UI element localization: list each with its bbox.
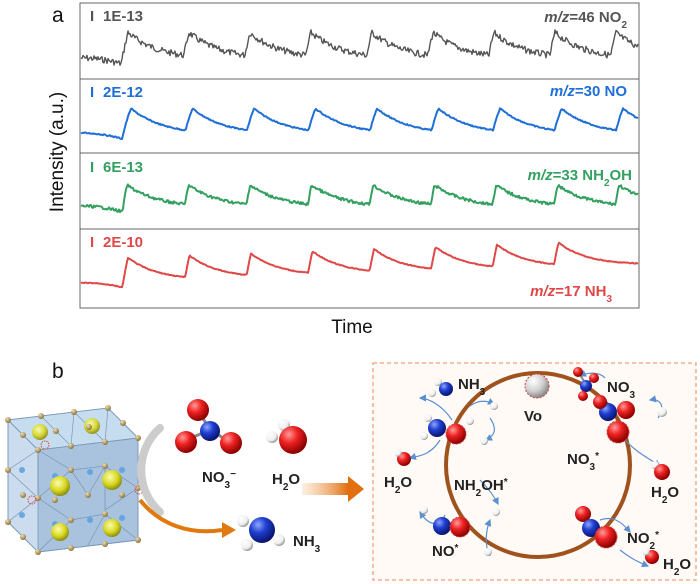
trace-nh3	[80, 241, 639, 289]
adsorbed-no	[420, 506, 500, 556]
series-label-nh3: m/z=17 NH3	[530, 283, 612, 305]
series-label-no: m/z=30 NO	[550, 83, 627, 100]
ammonia-molecule	[237, 515, 285, 551]
adsorbed-no-label: NO*	[432, 543, 459, 561]
x-axis-label: Time	[331, 317, 373, 338]
oxygen-vacancy	[524, 373, 550, 399]
scale-label-nh2oh: 6E-13	[103, 159, 143, 176]
panel-a-label: a	[52, 4, 64, 27]
series-no2-annotations: I 1E-13 m/z=46 NO2	[90, 8, 627, 31]
plot-frame	[79, 2, 640, 309]
catalytic-cycle-ring	[444, 371, 632, 559]
orange-curve-arrow	[138, 498, 223, 534]
scale-bar-no: I	[90, 84, 94, 101]
released-water-bottom	[642, 548, 659, 564]
nitrate-molecule	[175, 399, 242, 454]
released-water-left	[394, 449, 411, 466]
incoming-nitrate	[573, 367, 599, 401]
process-arrow-shaft	[302, 483, 348, 495]
released-water-right	[651, 461, 670, 480]
adsorbed-nitrate-label: NO3*	[567, 451, 599, 473]
adsorbed-nitrite	[575, 506, 618, 549]
adsorbed-nh2oh-label: NH2OH*	[454, 477, 508, 499]
chart-traces	[80, 29, 639, 289]
vacancy-label: Vo	[524, 408, 542, 425]
series-label-no2: m/z=46 NO2	[544, 9, 627, 31]
water-right-label: H2O	[651, 484, 679, 506]
water-bottom-label: H2O	[663, 556, 691, 578]
scale-bar-no2: I	[90, 8, 94, 25]
water-molecule	[266, 419, 307, 454]
water-label: H2O	[272, 471, 300, 493]
process-arrow-head	[348, 476, 364, 502]
trace-no2	[80, 29, 639, 66]
nitrate-label: NO3−	[202, 469, 236, 491]
adsorbed-nitrate	[593, 395, 667, 444]
orange-curve-arrowhead	[222, 522, 236, 538]
grey-curve-arrow	[137, 424, 164, 516]
free-nitrate-label: NO3	[607, 379, 636, 401]
series-nh3-annotations: I 2E-10 m/z=17 NH3	[90, 234, 612, 305]
trace-nh2oh	[80, 183, 639, 214]
scale-label-nh3: 2E-10	[103, 234, 143, 251]
crystal-structure-illustration	[5, 405, 144, 555]
ammonia-cycle-label: NH3	[458, 376, 486, 398]
adsorbed-nitrite-label: NO2*	[627, 530, 659, 552]
series-no-annotations: I 2E-12 m/z=30 NO	[90, 83, 627, 101]
series-nh2oh-annotations: I 6E-13 m/z=33 NH2OH	[90, 159, 632, 189]
water-left-label: H2O	[384, 474, 412, 496]
series-label-nh2oh: m/z=33 NH2OH	[528, 167, 632, 189]
ammonia-label: NH3	[293, 533, 321, 555]
panel-b-label: b	[52, 360, 64, 383]
trace-no	[80, 107, 639, 141]
scale-label-no: 2E-12	[103, 84, 143, 101]
scale-label-no2: 1E-13	[103, 8, 143, 25]
scale-bar-nh3: I	[90, 234, 94, 251]
adsorbed-nh2oh	[420, 378, 498, 445]
y-axis-label: Intensity (a.u.)	[47, 92, 68, 212]
scale-bar-nh2oh: I	[90, 159, 94, 176]
